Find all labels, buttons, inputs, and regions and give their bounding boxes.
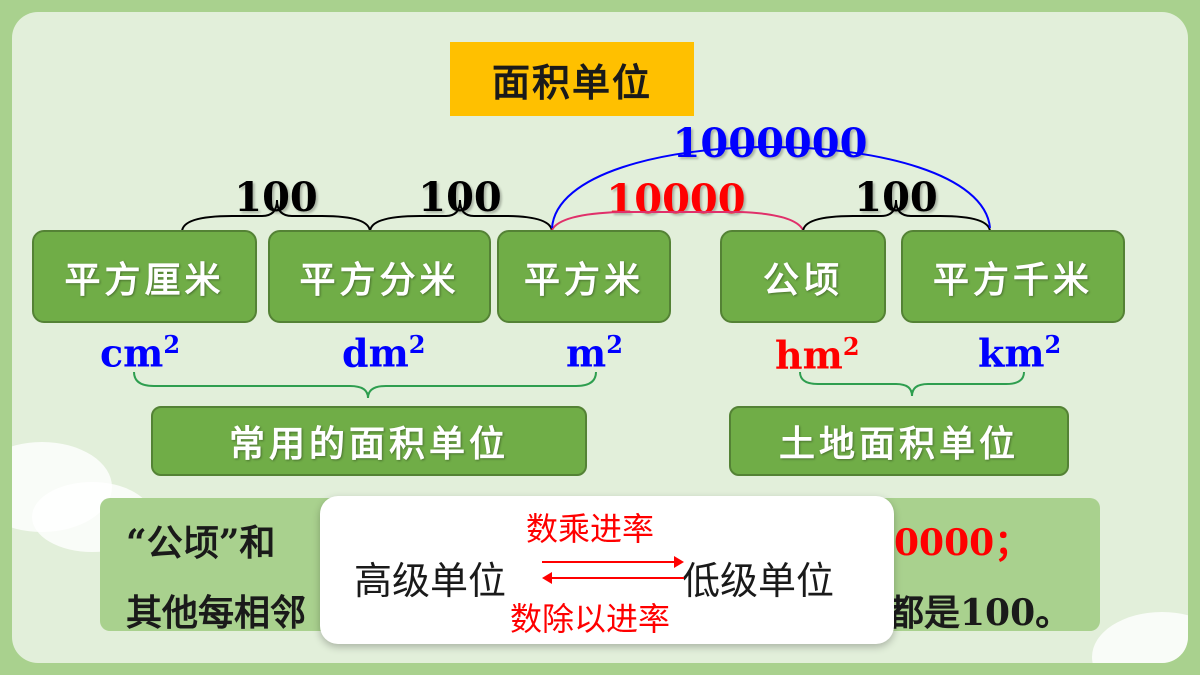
- conversion-arrows-icon: [542, 556, 684, 584]
- brace-common: [133, 371, 597, 399]
- arc-m-hm: [551, 211, 804, 231]
- symbol-km2: km2: [978, 330, 1062, 376]
- rate-m-km: 1000000: [672, 120, 868, 167]
- brace-cm-dm: [181, 199, 371, 233]
- unit-box-square-meter: 平方米: [497, 230, 671, 323]
- group-land-units: 土地面积单位: [729, 406, 1069, 476]
- conversion-card: 数乘进率 高级单位 低级单位 数除以进率: [320, 496, 894, 644]
- symbol-m2: m2: [566, 330, 623, 376]
- unit-box-square-kilometer: 平方千米: [901, 230, 1125, 323]
- symbol-hm2: hm2: [775, 332, 860, 378]
- unit-box-hectare: 公顷: [720, 230, 886, 323]
- symbol-cm2: cm2: [100, 330, 181, 376]
- rate-dm-m: 100: [418, 174, 502, 221]
- brace-land: [799, 371, 1025, 397]
- arc-m-km: [551, 146, 991, 229]
- low-unit-label: 低级单位: [682, 559, 835, 603]
- unit-box-square-decimeter: 平方分米: [268, 230, 491, 323]
- rate-cm-dm: 100: [234, 174, 318, 221]
- multiply-label: 数乘进率: [526, 510, 655, 548]
- note-line1-end: 0000；: [894, 522, 1031, 564]
- rate-hm-km: 100: [854, 174, 938, 221]
- divide-label: 数除以进率: [510, 600, 671, 638]
- unit-box-square-centimeter: 平方厘米: [32, 230, 257, 323]
- page-title: 面积单位: [450, 42, 694, 116]
- brace-dm-m: [369, 199, 553, 233]
- rate-m-hm: 10000: [606, 176, 746, 223]
- group-common-units: 常用的面积单位: [151, 406, 587, 476]
- note-line2-end: 都是100。: [888, 592, 1072, 634]
- note-line2-start: 其他每相邻: [126, 592, 307, 634]
- high-unit-label: 高级单位: [354, 559, 507, 603]
- note-line1-start: “公顷”和: [126, 522, 276, 564]
- symbol-dm2: dm2: [342, 330, 426, 376]
- brace-hm-km: [802, 199, 991, 233]
